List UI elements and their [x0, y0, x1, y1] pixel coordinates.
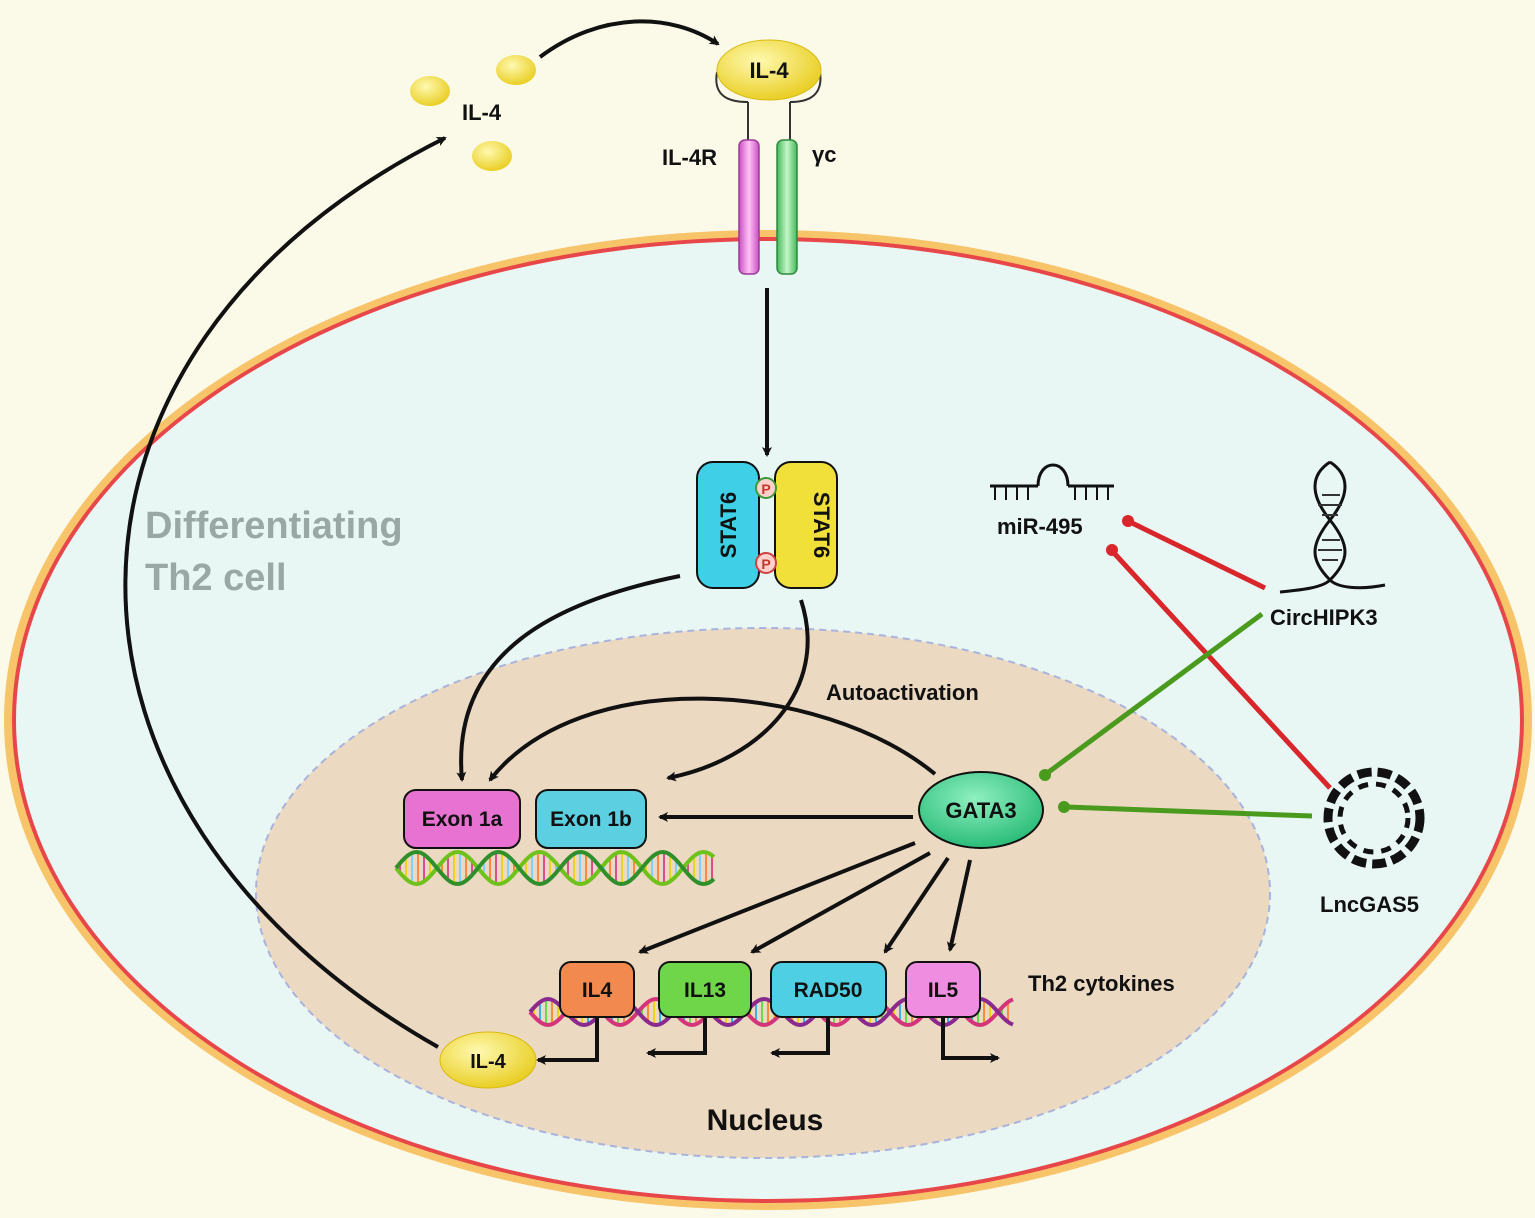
il4-receptor-complex [715, 39, 822, 275]
circhipk3-activates-gata3 [1044, 611, 1264, 777]
circhipk3-strand-b [1279, 460, 1347, 594]
stat6-left [696, 461, 760, 589]
exon-1b-label: Exon 1b [550, 808, 632, 831]
ligand-binding-arrow [538, 19, 720, 59]
gata3-to-il13-arrow [750, 851, 931, 954]
circhipk3-inhibits-mirna [1128, 519, 1267, 591]
phospho-bottom [755, 552, 777, 574]
stat6-right-label: STAT6 [809, 492, 834, 558]
gene-il4-label: IL4 [582, 979, 613, 1002]
gene-il13-label: IL13 [684, 979, 726, 1002]
ligand-ball [410, 76, 450, 106]
stat6-right [774, 461, 838, 589]
circhipk3-strand-a [1313, 460, 1386, 590]
free-il4-label: IL-4 [462, 100, 502, 125]
nucleus [255, 627, 1271, 1159]
secreted-il4-label: IL-4 [470, 1051, 506, 1073]
il4-tss-arrow [536, 1017, 599, 1065]
lncgas5-activates-gata3 [1065, 804, 1313, 819]
phospho-top-label: P [761, 481, 770, 497]
mirna-label: miR-495 [997, 514, 1083, 539]
exon-1a-label: Exon 1a [422, 808, 503, 831]
secreted-il4 [439, 1031, 537, 1089]
autoactivation-label: Autoactivation [826, 680, 979, 705]
il4r-label: IL-4R [662, 145, 717, 170]
stat6-dimer: STAT6 STAT6 P P [696, 461, 838, 589]
lncgas5-inhibits-mirna [1112, 551, 1332, 790]
receptor-cup [715, 71, 822, 103]
cytokine-genes: IL4 IL13 RAD50 IL5 [559, 961, 981, 1018]
circhipk3-activates-gata3-head [1039, 769, 1051, 781]
free-il4-ligands [410, 55, 536, 171]
gata3-to-il5-arrow [946, 859, 972, 952]
mirna-ticks [994, 486, 1109, 500]
circhipk3-label: CircHIPK3 [1270, 605, 1378, 630]
gata3-to-cytokine-arrows [638, 841, 972, 954]
activation-lines [1039, 611, 1313, 819]
autoactivation-arrow [488, 696, 937, 782]
il13-tss-arrow [646, 1017, 707, 1058]
circhipk3-inhibits-mirna-head [1122, 515, 1134, 527]
mirna-structure [990, 463, 1114, 500]
rad50-tss-arrow [770, 1017, 830, 1058]
phospho-bottom-label: P [761, 556, 770, 572]
circhipk3-rungs [1318, 494, 1342, 561]
lncgas5-ring-outer [1323, 767, 1425, 869]
cytokines-label: Th2 cytokines [1028, 971, 1175, 996]
stat6-to-exon1b-arrow [666, 599, 810, 782]
il4r-chain [738, 139, 760, 275]
gata3-to-rad50-arrow [883, 856, 950, 954]
lncgas5-label: LncGAS5 [1320, 892, 1419, 917]
cell-title-line2: Th2 cell [145, 557, 287, 599]
gata3-label: GATA3 [945, 798, 1016, 823]
lncgas5-structure [1323, 767, 1425, 869]
bound-il4-label: IL-4 [749, 58, 789, 83]
dna-strand [394, 849, 716, 887]
phospho-top [755, 477, 777, 499]
il5-tss-arrow [941, 1017, 1000, 1063]
gene-il5-label: IL5 [928, 979, 959, 1002]
cell-title-line1: Differentiating [145, 505, 403, 547]
gamma-c-label: γc [812, 142, 836, 167]
stat6-to-exon1a-arrow [456, 574, 681, 782]
il4-feedback-arrow [123, 136, 447, 1049]
lncgas5-inhibits-mirna-head [1106, 544, 1118, 556]
stat6-left-label: STAT6 [716, 492, 741, 558]
nucleus-label: Nucleus [707, 1104, 824, 1137]
bound-il4-ligand [716, 39, 822, 101]
lncgas5-ring-inner [1337, 781, 1411, 855]
transcription-arrows [536, 1017, 1000, 1065]
lncgas5-activates-gata3-head [1058, 801, 1070, 813]
gene-rad50-label: RAD50 [794, 979, 863, 1002]
exon-1b-box [535, 789, 647, 849]
gata3-to-il4-arrow [638, 841, 916, 954]
ligand-ball [472, 141, 512, 171]
ligand-ball [496, 55, 536, 85]
exon-dna-helix [394, 849, 716, 887]
dna-strand [394, 849, 716, 887]
circhipk3-structure [1279, 460, 1386, 594]
gamma-c-chain [776, 139, 798, 275]
exon-1a-box [403, 789, 521, 849]
gata3 [918, 771, 1044, 849]
inhibition-lines [1106, 515, 1332, 790]
